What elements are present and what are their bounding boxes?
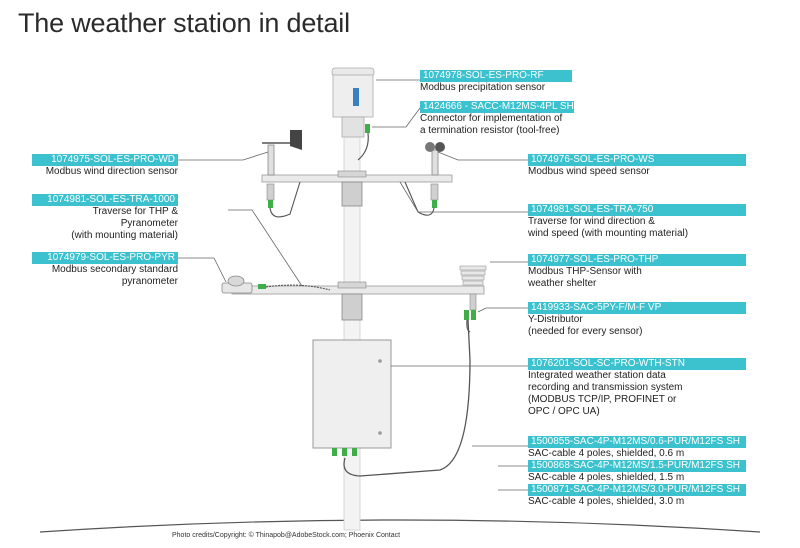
pyranometer-icon: [221, 275, 331, 294]
label-cable-06-code: 1500855-SAC-4P-M12MS/0.6-PUR/M12FS SH: [528, 436, 746, 448]
label-connector-code: 1424666 - SACC-M12MS-4PL SH: [420, 101, 574, 113]
label-traverse-wind-code: 1074981-SOL-ES-TRA-750: [528, 204, 746, 216]
label-cable-15-desc: SAC-cable 4 poles, shielded, 1.5 m: [528, 472, 685, 483]
label-y-distributor-desc: Y-Distributor (needed for every sensor): [528, 314, 643, 337]
label-wind-direction-desc: Modbus wind direction sensor: [45, 166, 178, 177]
photo-credit: Photo credits/Copyright: © Thinapob@Adob…: [172, 532, 401, 539]
label-wind-direction: 1074975-SOL-ES-PRO-WD Modbus wind direct…: [32, 154, 178, 178]
label-traverse-thp-desc: Traverse for THP & Pyranometer (with mou…: [71, 206, 178, 241]
termination-connector-icon: [357, 124, 370, 161]
sac-cable: [343, 319, 471, 477]
label-cable-06-desc: SAC-cable 4 poles, shielded, 0.6 m: [528, 448, 685, 459]
label-precipitation-code: 1074978-SOL-ES-PRO-RF: [420, 70, 572, 82]
label-wind-speed-code: 1074976-SOL-ES-PRO-WS: [528, 154, 746, 166]
label-wind-speed-desc: Modbus wind speed sensor: [528, 166, 650, 177]
label-cable-15: 1500868-SAC-4P-M12MS/1.5-PUR/M12FS SH SA…: [528, 460, 746, 484]
label-cable-30: 1500871-SAC-4P-M12MS/3.0-PUR/M12FS SH SA…: [528, 484, 746, 508]
label-station: 1076201-SOL-SC-PRO-WTH-STN Integrated we…: [528, 358, 746, 418]
label-traverse-wind-desc: Traverse for wind direction & wind speed…: [528, 216, 689, 239]
label-cable-06: 1500855-SAC-4P-M12MS/0.6-PUR/M12FS SH SA…: [528, 436, 746, 460]
ground-line: [39, 519, 761, 533]
label-pyranometer: 1074979-SOL-ES-PRO-PYR Modbus secondary …: [32, 252, 178, 288]
label-station-desc: Integrated weather station data recordin…: [528, 370, 683, 417]
label-station-code: 1076201-SOL-SC-PRO-WTH-STN: [528, 358, 746, 370]
precipitation-sensor-icon: [331, 67, 375, 138]
label-pyranometer-desc: Modbus secondary standard pyranometer: [51, 264, 178, 287]
thp-sensor-icon: [459, 265, 487, 311]
page-title: The weather station in detail: [18, 8, 350, 38]
wind-speed-sensor-icon: [404, 142, 445, 216]
label-traverse-thp: 1074981-SOL-ES-TRA-1000 Traverse for THP…: [32, 194, 178, 242]
label-thp-code: 1074977-SOL-ES-PRO-THP: [528, 254, 746, 266]
control-cabinet-icon: [312, 339, 392, 456]
label-y-distributor: 1419933-SAC-5PY-F/M-F VP Y-Distributor (…: [528, 302, 746, 338]
label-precipitation-desc: Modbus precipitation sensor: [420, 82, 546, 93]
label-thp: 1074977-SOL-ES-PRO-THP Modbus THP-Sensor…: [528, 254, 746, 290]
label-y-distributor-code: 1419933-SAC-5PY-F/M-F VP: [528, 302, 746, 314]
label-wind-direction-code: 1074975-SOL-ES-PRO-WD: [32, 154, 178, 166]
label-connector: 1424666 - SACC-M12MS-4PL SH Connector fo…: [420, 101, 590, 137]
label-cable-15-code: 1500868-SAC-4P-M12MS/1.5-PUR/M12FS SH: [528, 460, 746, 472]
label-connector-desc: Connector for implementation of a termin…: [420, 113, 563, 136]
label-cable-30-code: 1500871-SAC-4P-M12MS/3.0-PUR/M12FS SH: [528, 484, 746, 496]
label-pyranometer-code: 1074979-SOL-ES-PRO-PYR: [32, 252, 178, 264]
wind-direction-sensor-icon: [262, 130, 302, 218]
label-cable-30-desc: SAC-cable 4 poles, shielded, 3.0 m: [528, 496, 685, 507]
label-traverse-thp-code: 1074981-SOL-ES-TRA-1000: [32, 194, 178, 206]
label-precipitation: 1074978-SOL-ES-PRO-RF Modbus precipitati…: [420, 70, 572, 94]
label-wind-speed: 1074976-SOL-ES-PRO-WS Modbus wind speed …: [528, 154, 746, 178]
label-traverse-wind: 1074981-SOL-ES-TRA-750 Traverse for wind…: [528, 204, 746, 240]
label-thp-desc: Modbus THP-Sensor with weather shelter: [528, 266, 642, 289]
y-distributor-icon: [464, 310, 476, 333]
